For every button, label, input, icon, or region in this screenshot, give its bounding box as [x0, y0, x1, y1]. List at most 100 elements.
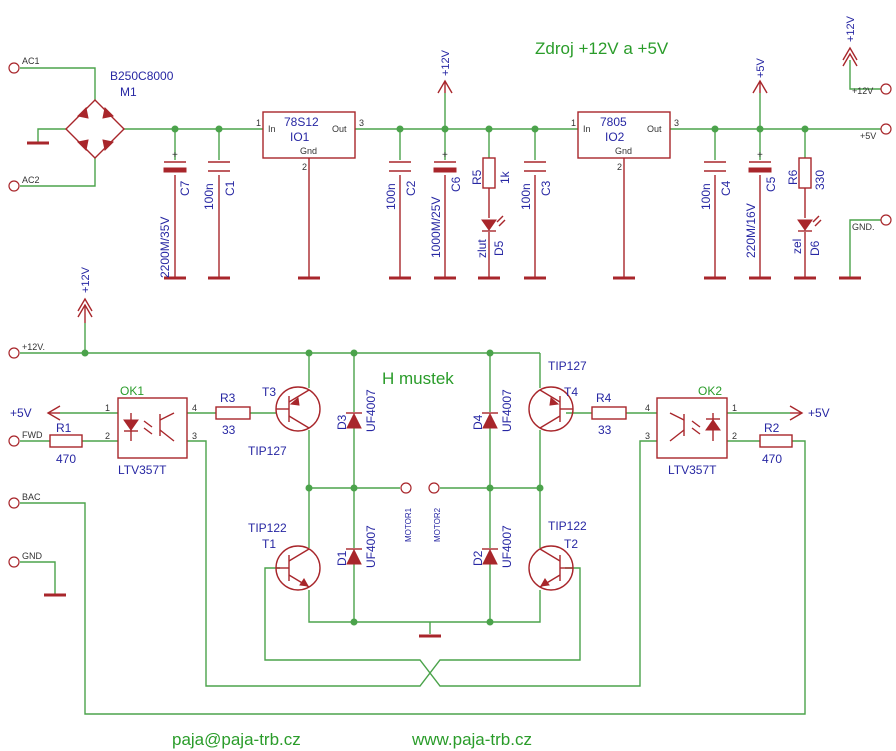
transistor-t4 [528, 386, 574, 432]
capacitor-c1 [208, 161, 230, 172]
ok2-pin3: 3 [645, 431, 650, 441]
io2-out-label: Out [647, 124, 662, 134]
footer-email: paja@paja-trb.cz [172, 730, 301, 749]
d1-ref-label: D1 [335, 550, 349, 566]
connector-bac-label: BAC [22, 492, 41, 502]
capacitor-c6: + [433, 150, 457, 173]
bridge-ref-label: M1 [120, 85, 137, 99]
c3-value-label: 100n [519, 183, 533, 210]
d5-ref-label: D5 [492, 240, 506, 256]
t3-part-label: TIP127 [248, 444, 287, 458]
c6-ref-label: C6 [449, 176, 463, 192]
hbridge-5v-arrows [46, 405, 804, 421]
ok2-ref-label: OK2 [698, 384, 722, 398]
t4-part-label: TIP127 [548, 359, 587, 373]
io2-pin1: 1 [571, 118, 576, 128]
c4-value-label: 100n [699, 183, 713, 210]
c7-ref-label: C7 [178, 180, 192, 196]
c5-value-label: 220M/16V [744, 203, 758, 258]
ok2-pin2: 2 [732, 431, 737, 441]
hbridge-12v-arrow [77, 297, 93, 323]
io1-out-label: Out [332, 124, 347, 134]
r6-value-label: 330 [813, 170, 827, 190]
regulator-io2 [577, 111, 671, 159]
io2-part-label: 7805 [600, 115, 627, 129]
r6-ref-label: R6 [786, 169, 800, 185]
io1-pin3: 3 [359, 118, 364, 128]
r1-value-label: 470 [56, 452, 76, 466]
io2-pin2: 2 [617, 162, 622, 172]
diode-d2 [482, 548, 498, 565]
ok1-part-label: LTV357T [118, 463, 167, 477]
connector-motor1-label: MOTOR1 [404, 507, 413, 542]
d1-part-label: UF4007 [364, 525, 378, 568]
ok1-pin1: 1 [105, 403, 110, 413]
r5-ref-label: R5 [470, 169, 484, 185]
ok1-pin4: 4 [192, 403, 197, 413]
regulator-io1 [262, 111, 356, 159]
c5-ref-label: C5 [764, 176, 778, 192]
supply-junctions [171, 125, 809, 133]
resistor-r5 [482, 157, 496, 218]
c7-value-label: 2200M/35V [158, 217, 172, 278]
capacitor-c4 [704, 161, 726, 172]
ok2-pin1: 1 [732, 403, 737, 413]
t3-ref-label: T3 [262, 385, 276, 399]
r3-value-label: 33 [222, 423, 236, 437]
connector-out12-label: +12V [852, 86, 873, 96]
supply-grounds [25, 141, 863, 280]
hbridge-connectors [8, 347, 440, 568]
io2-pin3: 3 [674, 118, 679, 128]
ok2-5v-label: +5V [808, 406, 830, 420]
c6-value-label: 1000M/25V [429, 197, 443, 258]
io2-gnd-label: Gnd [615, 146, 632, 156]
r2-ref-label: R2 [764, 421, 780, 435]
t2-part-label: TIP122 [548, 519, 587, 533]
hbridge-12v-label: +12V [80, 266, 92, 293]
io1-pin2: 2 [302, 162, 307, 172]
t1-ref-label: T1 [262, 537, 276, 551]
hbridge-junctions [81, 349, 544, 626]
t1-part-label: TIP122 [248, 521, 287, 535]
connector-in12-label: +12V. [22, 342, 45, 352]
resistor-r3 [215, 406, 251, 420]
io1-part-label: 78S12 [284, 115, 319, 129]
ok2-pin4: 4 [645, 403, 650, 413]
capacitor-c3 [524, 161, 546, 172]
r4-ref-label: R4 [596, 391, 612, 405]
d4-ref-label: D4 [471, 414, 485, 430]
resistor-r6 [798, 157, 812, 218]
hbridge-grounds [42, 593, 443, 638]
r5-value-label: 1k [498, 170, 512, 184]
connector-gnd-out-label: GND. [852, 222, 875, 232]
svg-text:+: + [757, 150, 763, 161]
c3-ref-label: C3 [539, 180, 553, 196]
ok1-5v-label: +5V [10, 406, 32, 420]
d5-value-label: zlut [475, 239, 489, 258]
supply-12v-right-label: +12V [845, 15, 857, 42]
connector-ac2-label: AC2 [22, 175, 40, 185]
diode-d1 [346, 548, 362, 565]
transistor-t3 [275, 386, 321, 432]
connector-gnd-label: GND [22, 551, 43, 561]
capacitor-c5: + [748, 150, 772, 173]
ok1-ref-label: OK1 [120, 384, 144, 398]
io2-in-label: In [583, 124, 591, 134]
ok1-pin2: 2 [105, 431, 110, 441]
c1-value-label: 100n [202, 183, 216, 210]
diode-d4 [482, 412, 498, 429]
r1-ref-label: R1 [56, 421, 72, 435]
io1-ref-label: IO1 [290, 130, 310, 144]
resistor-r2 [759, 434, 793, 448]
io2-ref-label: IO2 [605, 130, 625, 144]
d3-part-label: UF4007 [364, 389, 378, 432]
io1-pin1: 1 [256, 118, 261, 128]
io1-gnd-label: Gnd [300, 146, 317, 156]
t4-ref-label: T4 [564, 385, 578, 399]
c2-value-label: 100n [384, 183, 398, 210]
d3-ref-label: D3 [335, 414, 349, 430]
c4-ref-label: C4 [719, 180, 733, 196]
c2-ref-label: C2 [404, 180, 418, 196]
resistor-r1 [49, 434, 83, 448]
